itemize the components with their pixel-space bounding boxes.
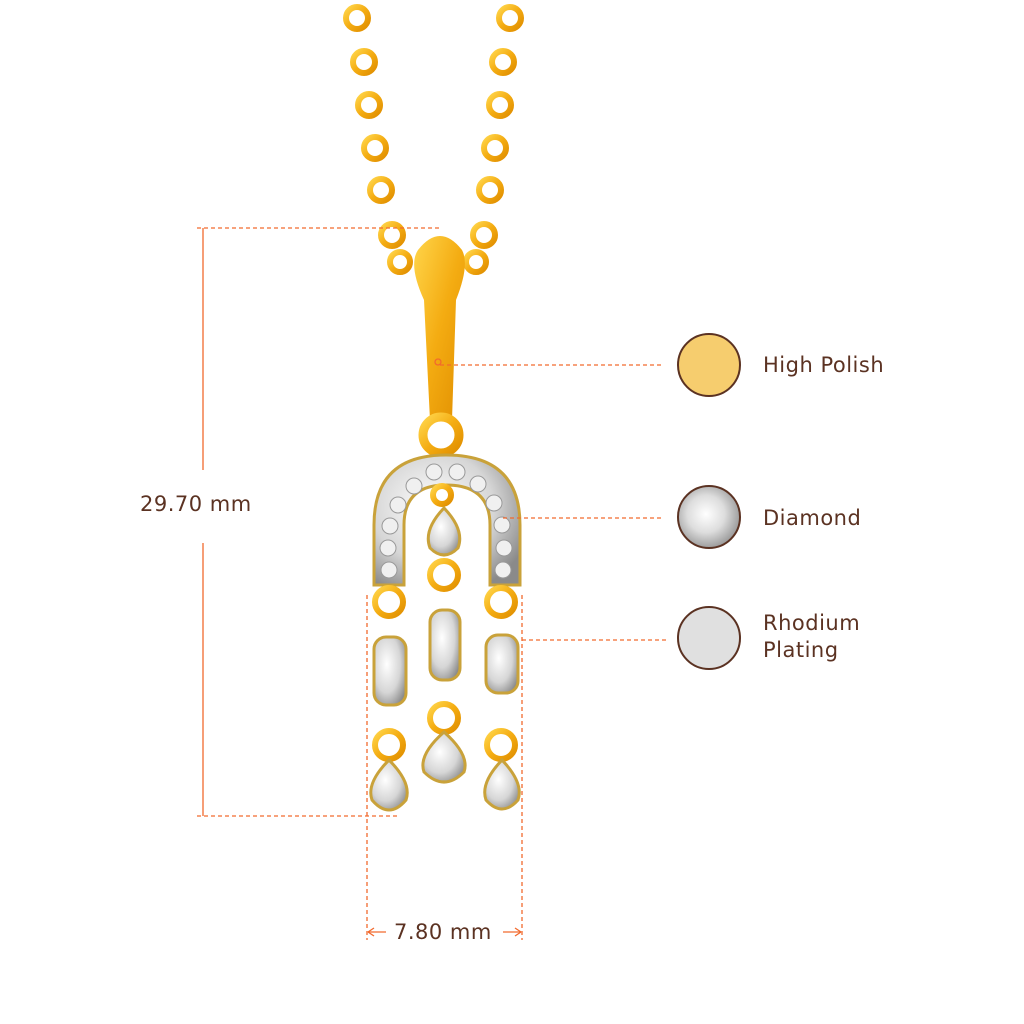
chain [343,4,524,275]
legend-rhodium-line2: Plating [763,638,839,662]
height-dimension-label: 29.70 mm [140,492,252,516]
legend-rhodium-plating: Rhodium Plating [763,610,860,664]
bail [414,236,465,420]
dimension-lines [197,227,666,940]
diamond-swatch [677,485,741,549]
legend-rhodium-line1: Rhodium [763,611,861,635]
high-polish-swatch [677,333,741,397]
width-dimension-label: 7.80 mm [394,920,492,944]
rhodium-plating-swatch [677,606,741,670]
legend-diamond: Diamond [763,506,862,530]
legend-high-polish: High Polish [763,353,885,377]
